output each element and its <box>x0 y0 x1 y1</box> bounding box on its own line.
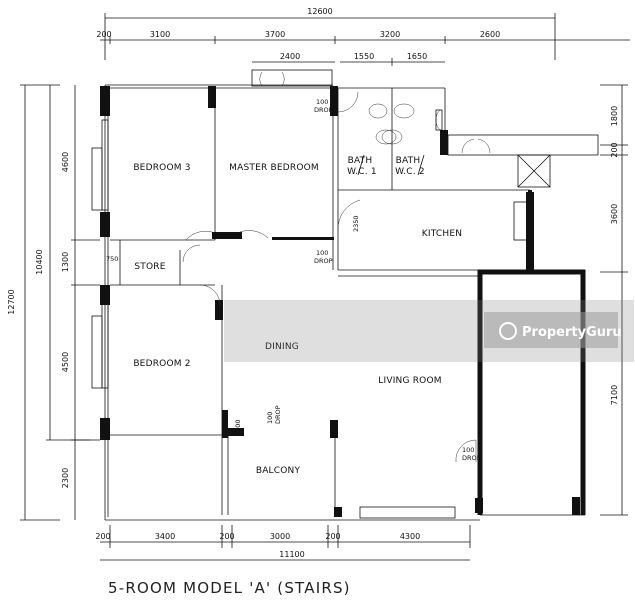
plan-title: 5-ROOM MODEL 'A' (STAIRS) <box>108 579 351 597</box>
label-bath-2b: W.C. 2 <box>395 167 425 177</box>
propertyguru-logo-icon <box>499 322 517 340</box>
dim-bottom-5: 4300 <box>400 532 420 541</box>
label-dining: DINING <box>265 342 299 352</box>
dim-right-2: 3600 <box>610 204 619 224</box>
dim-right-1: 200 <box>610 142 619 157</box>
dim-bottom-3: 3000 <box>270 532 290 541</box>
bottom-dimensions: 200 3400 200 3000 200 4300 11100 <box>95 525 471 561</box>
fixtures <box>357 103 551 241</box>
dim-left-inner-0: 4600 <box>61 152 70 172</box>
dim-bottom-1: 3400 <box>155 532 175 541</box>
stove-icon <box>513 201 529 241</box>
label-bath-2a: BATH <box>396 156 421 166</box>
note-drop-value-4: 100 <box>266 412 274 424</box>
shower-icon <box>435 109 443 131</box>
dim-bottom-0: 200 <box>95 532 110 541</box>
dim-top-sub-2400: 2400 <box>280 52 300 61</box>
dim-top-sub-bath-1: 1650 <box>407 52 427 61</box>
dim-right-3: 7100 <box>610 385 619 405</box>
note-drop-value-1: 100 <box>316 98 328 106</box>
dim-top-1: 3100 <box>150 30 170 39</box>
label-store: STORE <box>134 262 165 272</box>
annotations: 100 DROP 100 DROP 100 DROP 100 DROP 750 … <box>106 98 481 462</box>
note-drop-label-3: DROP <box>462 454 481 462</box>
dim-top-sub-bath-0: 1550 <box>354 52 374 61</box>
dim-bottom-2: 200 <box>219 532 234 541</box>
note-drop-label-1: DROP <box>314 106 333 114</box>
label-balcony: BALCONY <box>256 466 301 476</box>
label-bedroom3: BEDROOM 3 <box>133 163 190 173</box>
dim-left-inner-2: 4500 <box>61 352 70 372</box>
stair-core-icon <box>517 154 551 188</box>
watermark: PropertyGuru <box>224 300 634 362</box>
basin-icon <box>393 103 415 119</box>
left-dimensions: 12700 10400 4600 1300 4500 2300 <box>7 84 100 521</box>
note-drop-value-2: 100 <box>316 249 328 257</box>
dim-left-inner-3: 2300 <box>61 468 70 488</box>
dim-left-inner-1: 1300 <box>61 252 70 272</box>
dim-right-0: 1800 <box>610 106 619 126</box>
dim-top-4: 2600 <box>480 30 500 39</box>
basin-icon <box>368 103 388 119</box>
label-bath-1a: BATH <box>348 156 373 166</box>
label-living-room: LIVING ROOM <box>378 376 441 386</box>
note-kitchen-2350: 2350 <box>352 215 360 232</box>
dim-top-0: 200 <box>96 30 111 39</box>
label-master-bedroom: MASTER BEDROOM <box>229 163 319 173</box>
dim-left-outer: 12700 <box>7 289 16 314</box>
note-drop-value-3: 100 <box>462 446 474 454</box>
watermark-text: PropertyGuru <box>522 325 622 340</box>
label-bath-1b: W.C. 1 <box>347 167 377 177</box>
right-dimensions: 1800 200 3600 7100 <box>600 84 628 516</box>
note-balcony-1200: 1200 <box>234 419 242 436</box>
top-dimensions: 12600 200 3100 3700 3200 2600 2400 1550 … <box>96 7 630 66</box>
dim-left-middle: 10400 <box>35 249 44 274</box>
note-drop-label-2: DROP <box>314 257 333 265</box>
note-drop-label-4: DROP <box>274 405 282 424</box>
dim-top-overall: 12600 <box>307 7 332 16</box>
toilet-icon <box>381 129 403 145</box>
label-bedroom2: BEDROOM 2 <box>133 359 190 369</box>
label-kitchen: KITCHEN <box>422 229 462 239</box>
note-store-width: 750 <box>106 255 118 263</box>
dim-top-2: 3700 <box>265 30 285 39</box>
dim-top-3: 3200 <box>380 30 400 39</box>
room-labels: BEDROOM 3 MASTER BEDROOM BATH W.C. 1 BAT… <box>133 156 462 476</box>
openings <box>91 69 599 519</box>
toilet-icon <box>375 129 397 145</box>
dim-bottom-overall: 11100 <box>279 550 304 559</box>
dim-bottom-4: 200 <box>325 532 340 541</box>
